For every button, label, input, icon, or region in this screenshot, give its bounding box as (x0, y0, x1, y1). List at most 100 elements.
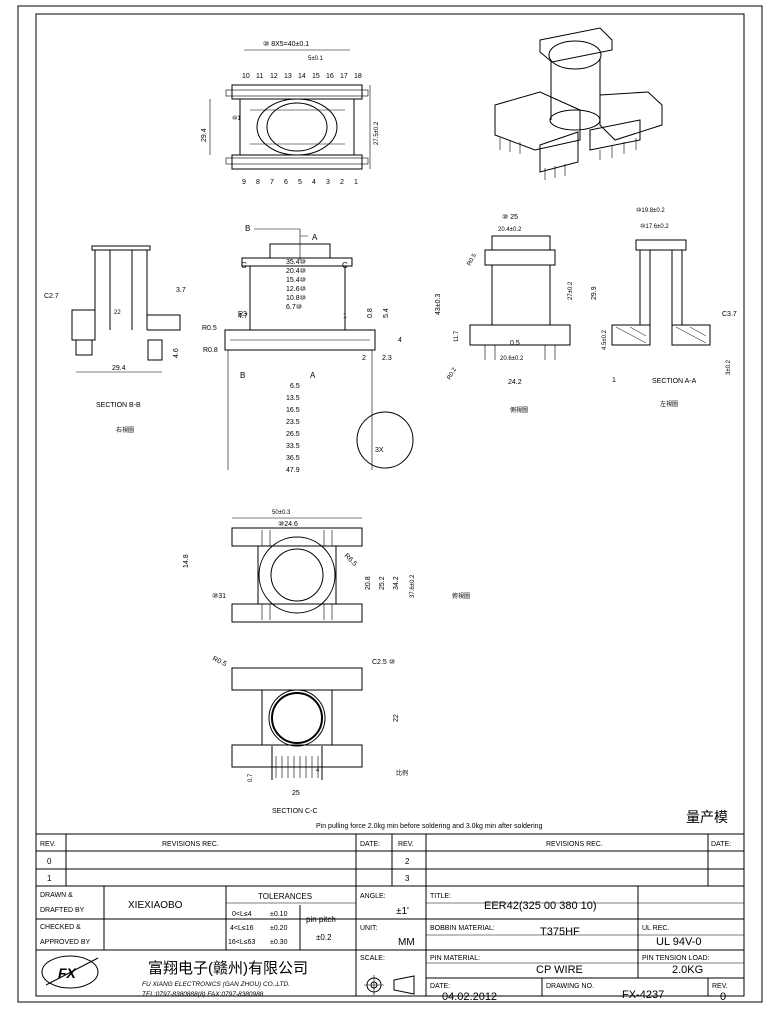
front-r0-8: R0.8 (203, 347, 218, 354)
drawing-no-label: DRAWING NO. (546, 983, 594, 990)
front-lower-dim: 47.9 (286, 467, 300, 474)
label-a-top: A (312, 233, 318, 242)
aa-dim-1: 1 (612, 377, 616, 384)
front-r0-5: R0.5 (202, 325, 217, 332)
section-aa: ⑩19.8±0.2 ⑩17.6±0.2 C3.7 4.5±0.2 1 3±0.2… (602, 207, 737, 408)
front-dim-4-7: 4.7 (238, 313, 248, 320)
pin-number: 9 (242, 179, 246, 186)
side-dim-25: ⑩ 25 (502, 213, 518, 221)
bv-dim-50: 50±0.3 (272, 510, 291, 516)
company-name-en: FU XIANG ELECTRONICS (GAN ZHOU) CO.,LTD. (142, 981, 290, 988)
aa-dim-3: 3±0.2 (726, 359, 732, 375)
cc-c2-5: C2.5 ⑩ (372, 658, 395, 666)
front-dim-1: 1 (343, 313, 347, 320)
pin-number: 11 (256, 73, 263, 80)
pin-number: 4 (312, 179, 316, 186)
top-dim-5: 5±0.1 (308, 56, 324, 62)
front-lower-dim: 13.5 (286, 395, 300, 402)
ul-label: UL REC. (642, 925, 669, 932)
front-lower-dim: 33.5 (286, 443, 300, 450)
scale-label: SCALE: (360, 955, 385, 962)
front-dim-0-8: 0.8 (367, 308, 374, 318)
company-tel-fax: TEL:0797-8380888(8) FAX:0797-8380988 (142, 991, 264, 998)
outer-border (17, 5, 763, 1003)
drawing-no-value: FX-4237 (622, 989, 664, 1001)
tol-value-2: ±0.30 (270, 939, 288, 946)
date-header-right: DATE: (711, 841, 731, 848)
front-inner-dim: 35.4⑩ (286, 258, 306, 266)
aa-c3-7: C3.7 (722, 311, 737, 318)
side-dim-20-4: 20.4±0.2 (498, 227, 522, 233)
side-note: 側視圖 (510, 406, 528, 414)
unit-value: MM (398, 937, 415, 948)
pin-number: 5 (298, 179, 302, 186)
side-dim-20-6: 20.6±0.2 (500, 356, 524, 362)
aa-dim-4-5: 4.5±0.2 (602, 329, 608, 350)
side-dim-27: 27±0.2 (568, 281, 574, 300)
cc-r0-5: R0.5 (211, 655, 227, 668)
pin-number: 7 (270, 179, 274, 186)
rev-header-left: REV. (40, 841, 56, 848)
projection-symbol-icon (364, 975, 415, 995)
bv-dim-31: ⑩31 (212, 592, 226, 600)
bobbin-material-value: T375HF (540, 926, 580, 938)
pin-number: 17 (340, 73, 348, 80)
aa-dim-17-6: ⑩17.6±0.2 (640, 223, 669, 230)
bv-r6-5: R6.5 (343, 552, 358, 567)
pin-number: 6 (284, 179, 288, 186)
ul-value: UL 94V-0 (656, 936, 701, 948)
pin-number: 14 (298, 73, 306, 80)
bb-dim-29-4: 29.4 (112, 365, 126, 372)
pin-number: 10 (242, 73, 250, 80)
side-dim-43: 43±0.3 (435, 294, 442, 315)
pin-tension-value: 2.0KG (672, 964, 703, 976)
company-name-cn: 富翔电子(赣州)有限公司 (148, 959, 308, 977)
side-dim-24-2: 24.2 (508, 379, 522, 386)
top-dim-29-4: 29.4 (201, 128, 208, 142)
rev-header-right: REV. (398, 841, 414, 848)
bv-dim-24-6: ⑩24.6 (278, 520, 298, 528)
side-r0-2: R0.2 (447, 366, 459, 381)
tol-range-0: 0<L≤4 (232, 911, 252, 918)
label-c-left: C (241, 261, 247, 270)
production-stamp: 量产模 (686, 809, 728, 825)
angle-value: ±1' (396, 906, 409, 917)
tol-value-1: ±0.20 (270, 925, 288, 932)
rev-row-2: 2 (405, 857, 410, 866)
cc-dim-0-7: 0.7 (248, 773, 254, 782)
checked-label-2: APPROVED BY (40, 939, 91, 946)
title-value: EER42(325 00 380 10) (484, 900, 597, 912)
section-cc: R0.5 C2.5 ⑩ 22 0.7 4 25 SECTION C-C 比例 (211, 655, 408, 815)
label-c-right: C (342, 261, 348, 270)
bv-dim-34-2: 34.2 (393, 576, 400, 590)
bb-dim-3-7: 3.7 (176, 287, 186, 294)
pin-number: 3 (326, 179, 330, 186)
drawn-value: XIEXIAOBO (128, 900, 183, 911)
bv-note: 俯視圖 (452, 592, 470, 600)
front-lower-dim: 36.5 (286, 455, 300, 462)
date-header-left: DATE: (360, 841, 380, 848)
rev-row-0: 0 (47, 857, 52, 866)
cc-title: SECTION C-C (272, 808, 318, 815)
side-r0-5: R0.5 (467, 252, 479, 267)
cc-dim-22: 22 (393, 714, 400, 722)
pin-number: 16 (326, 73, 334, 80)
cc-dim-25: 25 (292, 790, 300, 797)
front-lower-dim: 26.5 (286, 431, 300, 438)
front-lower-dim: 23.5 (286, 419, 300, 426)
pin-pitch-label: pin pitch (306, 915, 336, 924)
bb-note: 右視圖 (116, 426, 134, 434)
side-dim-29-9: 29.9 (591, 286, 598, 300)
cc-dim-4: 4 (316, 768, 320, 774)
isometric-view (494, 27, 663, 180)
front-dim-5-4: 5.4 (383, 308, 390, 318)
drawn-label-1: DRAWN & (40, 892, 73, 899)
tolerances-label: TOLERANCES (258, 892, 312, 901)
tol-value-0: ±0.10 (270, 911, 288, 918)
revisions-header-right: REVISIONS REC. (546, 841, 603, 848)
front-inner-dim: 15.4⑩ (286, 276, 306, 284)
section-bb: C2.7 3.7 22 4.6 29.4 SECTION B-B 右視圖 (44, 245, 186, 434)
